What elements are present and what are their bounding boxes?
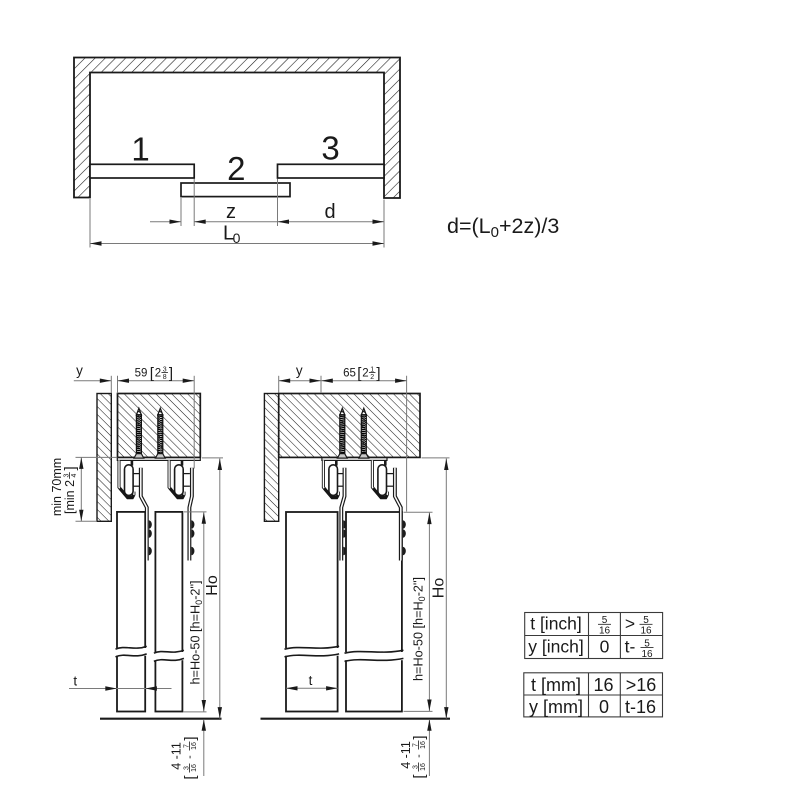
svg-text:16: 16 [191,764,198,772]
svg-text:2: 2 [370,374,374,381]
svg-text:5: 5 [602,615,608,626]
svg-text:1: 1 [131,131,149,168]
svg-text:t: t [73,673,77,688]
svg-text:d=(L0+2z)/3: d=(L0+2z)/3 [447,214,559,241]
svg-text:h=Ho-50 [h=H0-2"]: h=Ho-50 [h=H0-2"] [189,580,205,684]
svg-text:y [mm]: y [mm] [529,697,583,717]
svg-text:0: 0 [599,697,609,717]
svg-text:t [mm]: t [mm] [531,675,581,695]
svg-text:[min 2: [min 2 [63,480,77,514]
svg-text:0: 0 [600,637,610,657]
svg-text:7: 7 [412,743,419,747]
svg-text:4 -11: 4 -11 [170,742,184,770]
svg-text:L: L [223,223,234,245]
svg-text:]: ] [62,466,79,470]
svg-text:y: y [296,363,303,378]
svg-text:min 70mm: min 70mm [50,458,64,516]
svg-text:3: 3 [183,766,190,770]
svg-text:16: 16 [420,763,427,771]
svg-text:59: 59 [135,368,148,380]
svg-text:]: ] [376,365,380,382]
svg-text:3: 3 [63,473,70,477]
svg-text:>16: >16 [626,675,657,695]
svg-text:4 -11: 4 -11 [399,741,413,769]
svg-text:Ho: Ho [204,575,221,596]
svg-text:8: 8 [163,374,167,381]
svg-text:-: - [184,755,196,759]
svg-text:y [inch]: y [inch] [528,637,583,657]
svg-text:t-: t- [625,637,636,657]
svg-text:7: 7 [183,744,190,748]
svg-text:t [inch]: t [inch] [530,614,582,634]
svg-text:16: 16 [599,626,611,637]
svg-text:z: z [226,201,236,223]
svg-text:2: 2 [155,368,161,380]
svg-text:]: ] [169,365,173,382]
svg-text:1: 1 [370,366,374,373]
svg-text:y: y [76,363,83,378]
svg-text:]: ] [182,736,199,740]
svg-text:>: > [625,614,635,634]
svg-text:0: 0 [233,230,241,246]
svg-text:Ho: Ho [431,578,448,599]
svg-text:65: 65 [343,368,356,380]
svg-text:t-16: t-16 [625,697,656,717]
svg-text:2: 2 [362,368,368,380]
svg-text:[: [ [150,365,155,382]
svg-text:2: 2 [227,150,245,187]
svg-text:t: t [309,673,313,688]
svg-text:5: 5 [644,638,650,649]
svg-text:[: [ [182,775,199,780]
svg-text:[: [ [357,365,362,382]
svg-text:d: d [324,201,335,223]
svg-text:h=Ho-50 [h=H0-2"]: h=Ho-50 [h=H0-2"] [412,577,428,681]
svg-text:16: 16 [640,626,652,637]
svg-text:5: 5 [643,615,649,626]
svg-text:16: 16 [593,675,613,695]
svg-text:16: 16 [191,742,198,750]
svg-text:[: [ [411,774,428,779]
svg-text:16: 16 [641,649,653,660]
svg-text:]: ] [411,735,428,739]
svg-text:3: 3 [163,366,167,373]
svg-text:3: 3 [412,765,419,769]
svg-text:16: 16 [420,741,427,749]
svg-text:4: 4 [71,473,78,477]
svg-text:-: - [413,754,425,758]
svg-text:3: 3 [321,130,339,167]
